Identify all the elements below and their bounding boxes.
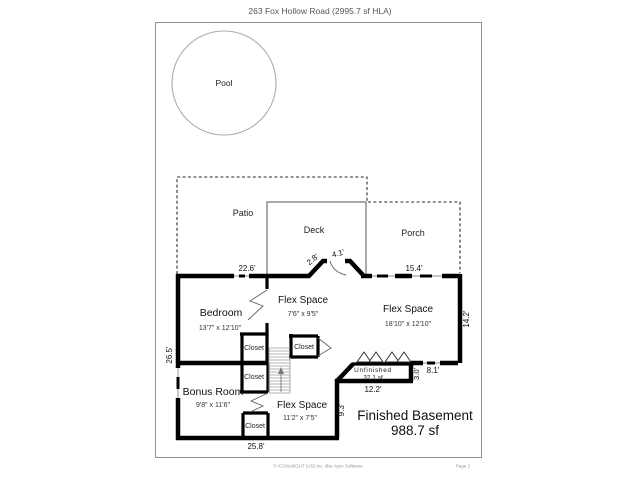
deck-outline <box>266 201 367 274</box>
page-border <box>155 22 482 458</box>
basement-area: 988.7 sf <box>391 423 439 438</box>
closet-label-bottom: Closet <box>245 423 265 430</box>
patio-label: Patio <box>233 208 254 218</box>
room-dims-flex-right: 18'10" x 12'10" <box>385 321 432 328</box>
pool-label: Pool <box>215 78 232 88</box>
deck-door-swing <box>329 260 347 276</box>
exterior-walls <box>175 258 463 441</box>
porch-label: Porch <box>401 228 425 238</box>
shed-hatch-triangles <box>356 351 412 363</box>
room-label-flex-upper: Flex Space <box>278 295 328 306</box>
stair-direction-arrow <box>278 367 284 392</box>
room-dims-bedroom: 13'7" x 12'10" <box>199 325 242 332</box>
dim-right-wall: 14.2' <box>462 310 471 328</box>
unfinished-shed-label: Unfinished <box>354 367 392 374</box>
closet-label-upper-left: Closet <box>244 345 264 352</box>
room-label-bedroom: Bedroom <box>200 307 243 319</box>
dim-deck-door: 4.1' <box>331 247 346 259</box>
room-label-flex-lower: Flex Space <box>277 400 327 411</box>
dim-right-lower: 8.1' <box>427 366 440 375</box>
dim-shed-width: 12.2' <box>364 385 382 394</box>
closet-label-upper-right: Closet <box>294 344 314 351</box>
room-label-bonus: Bonus Room <box>183 386 244 398</box>
porch-outline <box>368 201 461 273</box>
room-dims-flex-upper: 7'6" x 9'5" <box>288 311 319 318</box>
bedroom-door-zigzag <box>247 289 268 321</box>
stairs <box>268 347 291 394</box>
footer-copyright: © ICONABOUT (US) Inc. dba Apex Software <box>273 463 363 469</box>
dim-left-wall: 26.5' <box>165 346 174 364</box>
room-label-flex-right: Flex Space <box>383 304 433 315</box>
page-number: Page 2 <box>456 464 471 469</box>
basement-label: Finished Basement <box>357 408 473 423</box>
deck-label: Deck <box>304 225 325 235</box>
room-dims-bonus: 9'8" x 11'6" <box>196 402 230 409</box>
closet-label-middle: Closet <box>244 374 264 381</box>
pool-circle <box>171 30 277 136</box>
dim-patio-wall: 22.6' <box>238 264 256 273</box>
door-symbols <box>247 260 347 413</box>
dim-shed-depth: 3.0' <box>412 368 421 380</box>
room-labels: Bedroom 13'7" x 12'10" Flex Space 7'6" x… <box>183 295 473 438</box>
page-title: 263 Fox Hollow Road (2995.7 sf HLA) <box>248 6 391 16</box>
room-dims-flex-lower: 11'2" x 7'5" <box>283 415 317 422</box>
unfinished-shed-area: 32.1 sf <box>363 375 383 382</box>
closet-door-bifold <box>317 337 332 357</box>
interior-walls <box>176 274 320 438</box>
bonus-door-zigzag <box>249 392 269 413</box>
dim-bottom-wall: 25.8' <box>247 442 265 451</box>
patio-outline <box>176 176 368 274</box>
dim-porch-wall: 15.4' <box>405 264 423 273</box>
dim-mid-wall: 9.3' <box>337 403 346 416</box>
